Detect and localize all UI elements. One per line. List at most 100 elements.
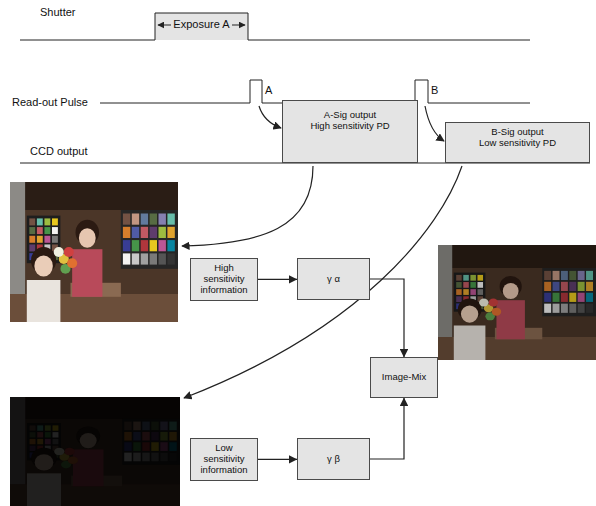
photo-part xyxy=(142,453,149,462)
photo-part xyxy=(569,304,576,313)
photo-part xyxy=(542,268,596,316)
photo-part xyxy=(10,397,180,419)
photo-part xyxy=(44,227,50,234)
photo-part xyxy=(52,218,58,225)
photo-part xyxy=(503,283,519,299)
photo-part xyxy=(150,214,157,225)
gamma-box: γ α xyxy=(297,258,370,300)
photo-part xyxy=(169,422,176,431)
photo-part xyxy=(10,182,178,322)
photo-part xyxy=(29,236,35,243)
box-text: Image-Mix xyxy=(375,372,433,383)
photo-part xyxy=(544,282,551,291)
signal-box: B-Sig outputLow sensitivity PD xyxy=(445,122,590,163)
photo-part xyxy=(54,247,64,257)
photo-part xyxy=(30,425,36,430)
flow-arrow xyxy=(370,279,404,357)
photo-part xyxy=(37,432,43,437)
shutter-waveform xyxy=(20,13,530,40)
photo-part xyxy=(27,473,61,506)
photo-part xyxy=(37,425,43,430)
photo-part xyxy=(159,227,166,238)
photo-part xyxy=(544,293,551,302)
process-box: Low sensitivity information xyxy=(190,438,258,481)
photo-part xyxy=(142,442,149,451)
photo-part xyxy=(64,448,74,456)
photo-part xyxy=(53,439,59,444)
photo-part xyxy=(569,293,576,302)
photo-part xyxy=(586,282,593,291)
photo-part xyxy=(44,236,50,243)
photo-part xyxy=(586,293,593,302)
photo-part xyxy=(52,227,58,234)
photo-part xyxy=(470,282,476,288)
photo-part xyxy=(37,227,43,234)
box-text: High sensitivity PD xyxy=(287,121,413,132)
photo-part xyxy=(35,454,54,470)
photo-part xyxy=(123,227,130,238)
photo-part xyxy=(438,245,596,360)
photo-part xyxy=(578,271,585,280)
pulse-name: A xyxy=(265,84,272,97)
box-text: Low sensitivity information xyxy=(195,443,253,476)
photo-part xyxy=(569,271,576,280)
box-text: A-Sig output xyxy=(287,110,413,121)
photo-part xyxy=(10,182,178,210)
signal-name: Shutter xyxy=(40,6,75,19)
photo-part xyxy=(169,432,176,441)
photo-part xyxy=(167,214,174,225)
photo-part xyxy=(561,271,568,280)
box-text: High sensitivity information xyxy=(195,263,253,296)
signal-box: A-Sig outputHigh sensitivity PD xyxy=(282,100,418,163)
photo-part xyxy=(44,218,50,225)
photo-part xyxy=(37,439,43,444)
box-text: Low sensitivity PD xyxy=(450,138,585,149)
photo-part xyxy=(456,282,462,288)
photo-part xyxy=(141,214,148,225)
photo-part xyxy=(544,304,551,313)
photo-part xyxy=(167,227,174,238)
photo-part xyxy=(37,236,43,243)
photo-part xyxy=(578,293,585,302)
photo-part xyxy=(141,240,148,251)
photo-part xyxy=(30,432,36,437)
photo-part xyxy=(160,442,167,451)
photo-part xyxy=(123,240,130,251)
photo-part xyxy=(29,244,35,251)
photo-part xyxy=(29,227,35,234)
output-arrow xyxy=(182,166,313,246)
photo-part xyxy=(478,289,484,295)
photo-part xyxy=(463,282,469,288)
photo-part xyxy=(124,453,131,462)
photo-part xyxy=(29,218,35,225)
flow-arrow xyxy=(258,279,297,280)
photo-part xyxy=(10,397,180,506)
photo-part xyxy=(132,227,139,238)
photo-part xyxy=(456,275,462,281)
photo-part xyxy=(169,442,176,451)
photo-part xyxy=(30,439,36,444)
photo-part xyxy=(553,304,560,313)
photo-part xyxy=(53,432,59,437)
photo-part xyxy=(159,240,166,251)
photo-part xyxy=(53,425,59,430)
photo-part xyxy=(124,442,131,451)
photo-part xyxy=(544,271,551,280)
flow-arrow xyxy=(258,459,297,460)
photo-part xyxy=(151,453,158,462)
photo-part xyxy=(159,253,166,264)
photo-part xyxy=(52,236,58,243)
photo-part xyxy=(561,304,568,313)
box-text: γ α xyxy=(302,274,365,285)
photo-part xyxy=(37,218,43,225)
photo xyxy=(10,182,178,322)
photo xyxy=(10,397,180,506)
exposure-region xyxy=(155,13,248,40)
photo-part xyxy=(123,253,130,264)
photo-part xyxy=(45,432,51,437)
photo-part xyxy=(132,253,139,264)
photo-part xyxy=(45,425,51,430)
